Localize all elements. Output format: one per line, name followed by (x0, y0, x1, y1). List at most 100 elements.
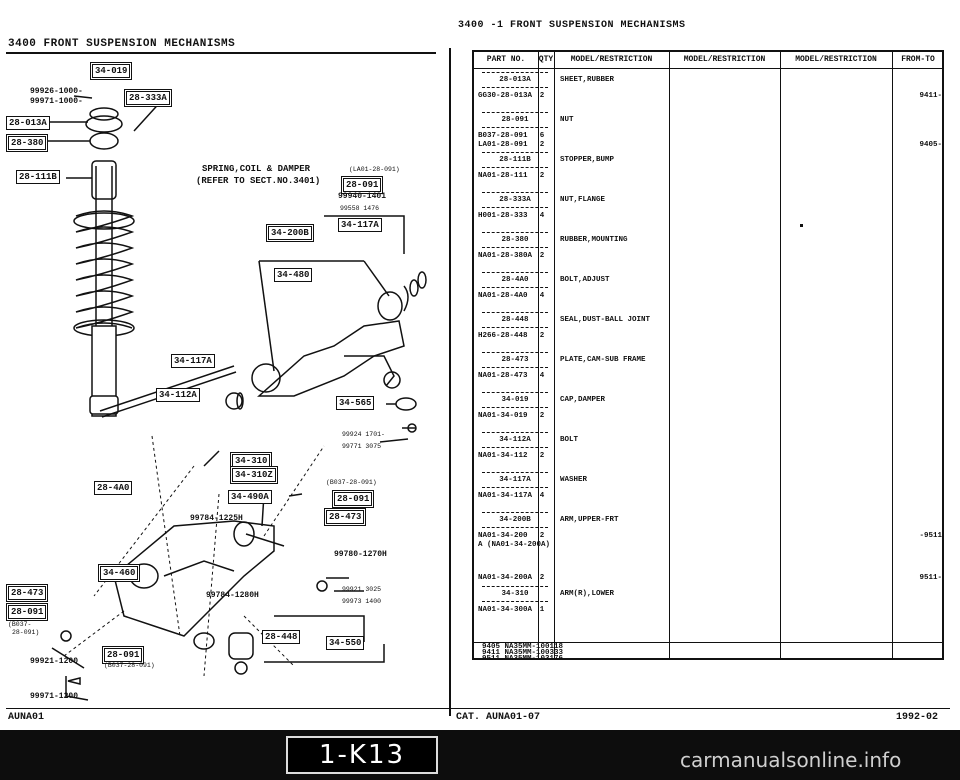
quantity: 2 (539, 532, 545, 540)
quantity: 6 (539, 132, 545, 140)
page-divider (449, 48, 451, 716)
ref-box: 28-111B (482, 152, 548, 168)
table-header: PART NO. QTY MODEL/RESTRICTION MODEL/RES… (474, 52, 942, 69)
tag-28-013a: 28-013A (6, 116, 50, 130)
tag-28-091-top: 28-091 (341, 176, 384, 194)
callout-99784-1225h: 99784-1225H (190, 514, 243, 523)
note-2: 9411 NA35MM-100333 (482, 649, 564, 657)
quantity: 4 (539, 292, 545, 300)
col-model-1: MODEL/RESTRICTION (570, 55, 653, 64)
callout-b037-left: (B037- (8, 621, 32, 628)
part-number: NA01-34-112 (478, 452, 528, 460)
ref-box: 28-333A (482, 192, 548, 208)
col-model-3: MODEL/RESTRICTION (795, 55, 877, 64)
tag-28-091-mid: 28-091 (332, 490, 375, 508)
description: SEAL,DUST-BALL JOINT (560, 316, 651, 324)
footer-left: AUNA01 (8, 712, 45, 723)
ref-number: 28-091 (501, 116, 529, 124)
description: PLATE,CAM-SUB FRAME (560, 356, 646, 364)
tag-28-473-left: 28-473 (6, 584, 49, 602)
scan-speck (800, 224, 803, 227)
description: BOLT,ADJUST (560, 276, 610, 284)
quantity-alt: 2 (539, 141, 545, 149)
ref-box: 28-091 (482, 112, 548, 128)
callout-99971-1200: 99971-1200 (30, 692, 79, 701)
tag-34-565: 34-565 (336, 396, 375, 410)
callout-b037-bottom: (B037-28-091) (104, 662, 155, 669)
description: RUBBER,MOUNTING (560, 236, 628, 244)
ref-number: 34-310 (501, 590, 529, 598)
callout-b037-left-2: 28-091) (12, 629, 40, 636)
part-number: NA01-28-4A0 (478, 292, 528, 300)
part-number: H001-28-333 (478, 212, 528, 220)
callout-99921-3025: 99921 3025 (342, 586, 382, 593)
description: NUT,FLANGE (560, 196, 606, 204)
ref-number: 34-019 (501, 396, 529, 404)
callout-99784-1280h: 99784-1280H (206, 591, 259, 600)
table-row: 28-111B NA01-28-111 2 STOPPER,BUMP (474, 150, 942, 190)
tag-34-490a: 34-490A (228, 490, 272, 504)
ref-number: 28-473 (501, 356, 529, 364)
page-number: 1-K13 (286, 736, 438, 774)
part-number-alt: LA01-28-091 (478, 141, 528, 149)
quantity: 1 (539, 606, 545, 614)
tag-28-448: 28-448 (262, 630, 301, 644)
ref-number: 28-111B (499, 156, 531, 164)
footer-year: 1992-02 (896, 712, 939, 723)
callout-spring: SPRING,COIL & DAMPER (202, 164, 311, 174)
watermark: carmanualsonline.info (680, 748, 902, 772)
callout-99558: 99558 1476 (340, 205, 380, 212)
part-number: NA01-34-019 (478, 412, 528, 420)
tag-34-480: 34-480 (274, 268, 313, 282)
from-to: 9511- (919, 574, 942, 582)
part-number-alt: A (NA01-34-200A) (478, 541, 551, 549)
parts-table: PART NO. QTY MODEL/RESTRICTION MODEL/RES… (472, 50, 944, 663)
callout-99940: 99940-1401 (338, 192, 387, 201)
ref-number: 34-117A (499, 476, 531, 484)
ref-number: 34-112A (499, 436, 531, 444)
diagram-drawing (44, 67, 427, 701)
quantity: 2 (539, 252, 545, 260)
callout-refer-sect: (REFER TO SECT.NO.3401) (196, 176, 321, 186)
callout-99780: 99780-1270H (334, 550, 387, 559)
description: STOPPER,BUMP (560, 156, 615, 164)
ref-box: 28-380 (482, 232, 548, 248)
quantity: 4 (539, 212, 545, 220)
callout-99771: 99771 3075 (342, 443, 382, 450)
ref-box: 28-473 (482, 352, 548, 368)
ref-box: 34-200B (482, 512, 548, 528)
tag-34-200b: 34-200B (266, 224, 314, 242)
ref-box: 34-112A (482, 432, 548, 448)
ref-number: 28-013A (499, 76, 531, 84)
tag-28-091-left: 28-091 (6, 603, 49, 621)
tag-34-310z: 34-310Z (230, 466, 278, 484)
callout-99971: 99971-1000- (30, 97, 83, 106)
bottom-band (0, 730, 960, 780)
ref-number: 34-200B (499, 516, 531, 524)
callout-b037-mid: (B037-28-091) (326, 479, 377, 486)
note-1: 9405 NA35MM-100118 (482, 643, 564, 651)
quantity: 2 (539, 92, 545, 100)
tag-28-4a0: 28-4A0 (94, 481, 133, 495)
part-number: NA01-28-473 (478, 372, 528, 380)
description: WASHER (560, 476, 588, 484)
tag-28-333a: 28-333A (124, 89, 172, 107)
part-number: NA01-34-200 (478, 532, 528, 540)
quantity: 4 (539, 372, 545, 380)
header-rule (6, 52, 436, 54)
exploded-diagram: 34-019 28-333A 28-013A 28-380 28-111B 28… (4, 56, 444, 706)
description: CAP,DAMPER (560, 396, 606, 404)
part-number: H266-28-448 (478, 332, 528, 340)
quantity: 2 (539, 172, 545, 180)
description: SHEET,RUBBER (560, 76, 615, 84)
ref-number: 28-4A0 (501, 276, 529, 284)
tag-34-117a-mid: 34-117A (171, 354, 215, 368)
quantity: 2 (539, 332, 545, 340)
part-number: NA01-28-111 (478, 172, 528, 180)
